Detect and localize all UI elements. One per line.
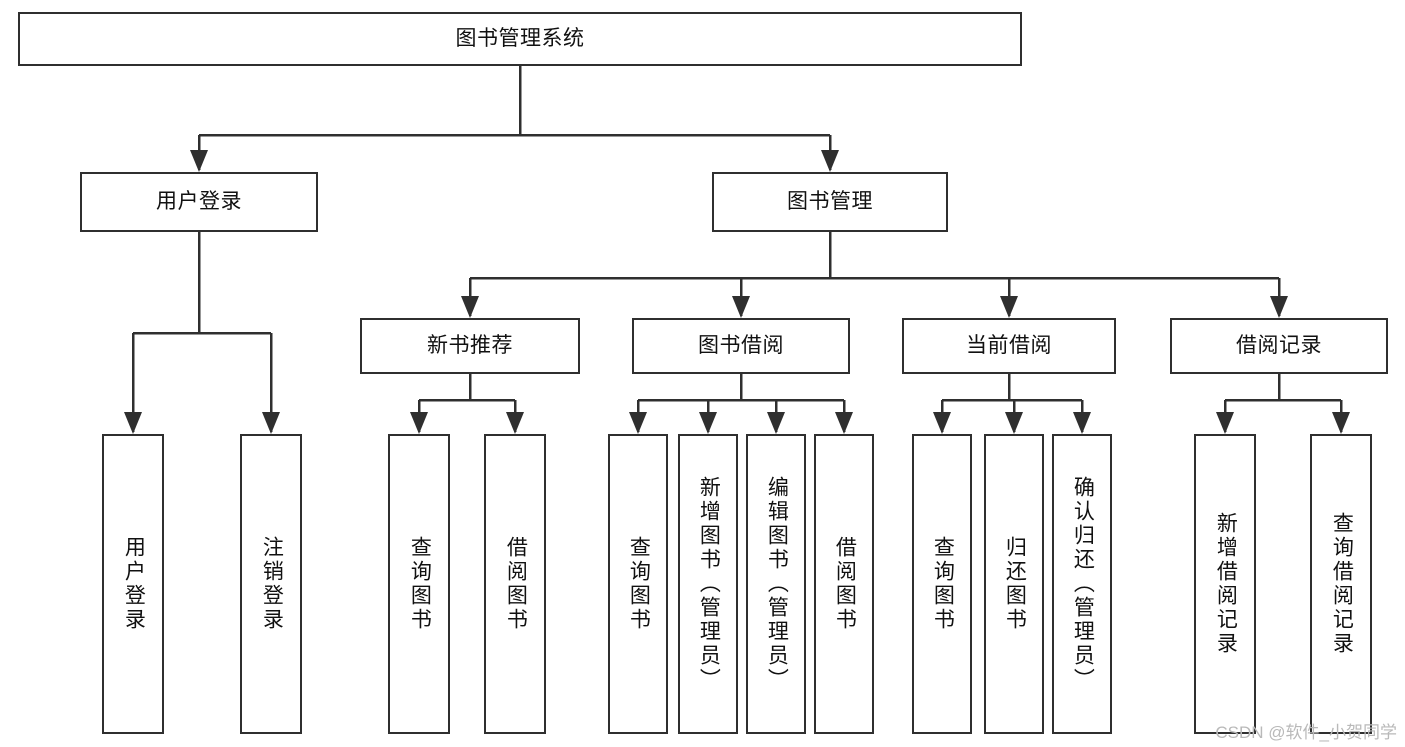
node-label: 当前借阅: [966, 334, 1052, 358]
leaf-node-borrow-book-recommend[interactable]: 借阅图书: [484, 434, 546, 734]
leaf-node-query-book-borrow[interactable]: 查询图书: [608, 434, 668, 734]
node-new-book-recommend[interactable]: 新书推荐: [360, 318, 580, 374]
node-label: 借阅图书: [833, 536, 857, 632]
leaf-node-edit-book-admin[interactable]: 编辑图书（管理员）: [746, 434, 806, 734]
node-label: 借阅图书: [504, 536, 528, 632]
node-book-borrow[interactable]: 图书借阅: [632, 318, 850, 374]
node-label: 查询图书: [931, 536, 955, 632]
node-label: 用户登录: [122, 536, 146, 632]
node-current-borrow[interactable]: 当前借阅: [902, 318, 1116, 374]
leaf-node-add-borrow-record[interactable]: 新增借阅记录: [1194, 434, 1256, 734]
leaf-node-query-book-current[interactable]: 查询图书: [912, 434, 972, 734]
node-label: 新增图书（管理员）: [697, 476, 721, 692]
node-label: 确认归还（管理员）: [1071, 476, 1095, 692]
leaf-node-confirm-return-admin[interactable]: 确认归还（管理员）: [1052, 434, 1112, 734]
node-label: 新书推荐: [427, 334, 513, 358]
node-borrow-record[interactable]: 借阅记录: [1170, 318, 1388, 374]
leaf-node-borrow-book[interactable]: 借阅图书: [814, 434, 874, 734]
node-label: 查询借阅记录: [1330, 512, 1354, 656]
leaf-node-logout-login[interactable]: 注销登录: [240, 434, 302, 734]
node-label: 借阅记录: [1236, 334, 1322, 358]
node-label: 注销登录: [260, 536, 284, 632]
leaf-node-user-login[interactable]: 用户登录: [102, 434, 164, 734]
leaf-node-return-book[interactable]: 归还图书: [984, 434, 1044, 734]
node-label: 查询图书: [408, 536, 432, 632]
node-label: 图书借阅: [698, 334, 784, 358]
node-book-management[interactable]: 图书管理: [712, 172, 948, 232]
node-label: 图书管理: [787, 190, 873, 214]
node-label: 新增借阅记录: [1214, 512, 1238, 656]
node-root-system[interactable]: 图书管理系统: [18, 12, 1022, 66]
node-user-login[interactable]: 用户登录: [80, 172, 318, 232]
node-label: 归还图书: [1003, 536, 1027, 632]
node-label: 图书管理系统: [455, 27, 585, 51]
leaf-node-query-borrow-record[interactable]: 查询借阅记录: [1310, 434, 1372, 734]
node-label: 编辑图书（管理员）: [765, 476, 789, 692]
node-label: 查询图书: [627, 536, 651, 632]
leaf-node-query-book-recommend[interactable]: 查询图书: [388, 434, 450, 734]
leaf-node-add-book-admin[interactable]: 新增图书（管理员）: [678, 434, 738, 734]
node-label: 用户登录: [156, 190, 242, 214]
